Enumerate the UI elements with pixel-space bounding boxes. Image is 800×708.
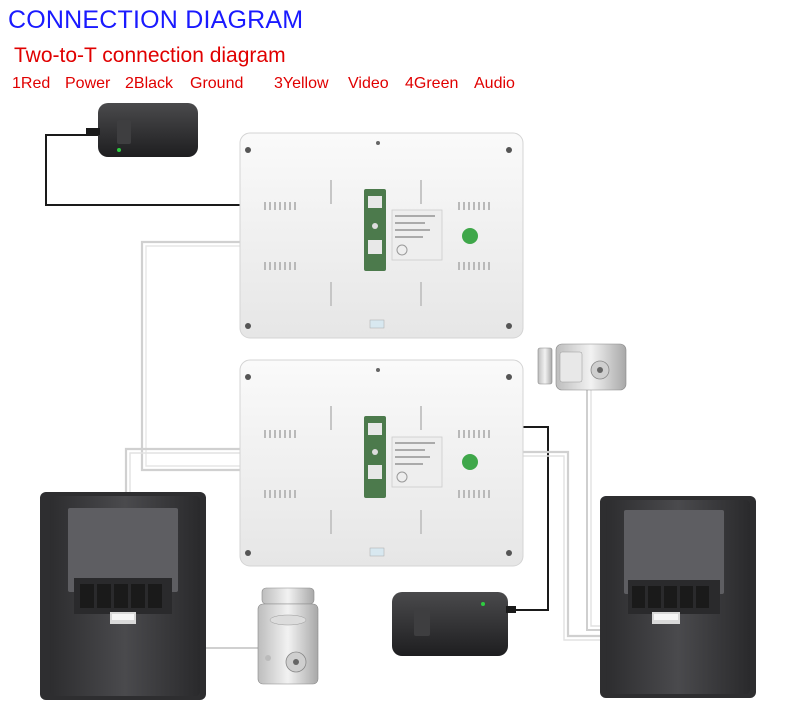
electric-lock-left: [257, 587, 319, 685]
diagram-title: CONNECTION DIAGRAM: [8, 6, 304, 34]
power-adapter-bottom: [392, 592, 516, 656]
legend-4-function: Audio: [474, 75, 515, 92]
power-wire-top: [45, 134, 368, 206]
outdoor-camera-left: [40, 492, 206, 700]
legend-2-function: Ground: [190, 75, 244, 92]
power-adapter-top: [86, 103, 198, 157]
indoor-monitor-bottom: [239, 359, 524, 567]
indoor-monitor-top: [239, 132, 524, 339]
legend-4-color: 4Green: [405, 75, 459, 92]
legend-3-function: Video: [348, 75, 389, 92]
outdoor-camera-right: [600, 496, 756, 698]
electric-lock-right: [537, 343, 627, 391]
legend-1-color: 1Red: [12, 75, 51, 92]
legend-2-color: 2Black: [125, 75, 174, 92]
diagram-subtitle: Two-to-T connection diagram: [14, 44, 286, 67]
legend-3-color: 3Yellow: [274, 75, 329, 92]
legend-1-function: Power: [65, 75, 111, 92]
